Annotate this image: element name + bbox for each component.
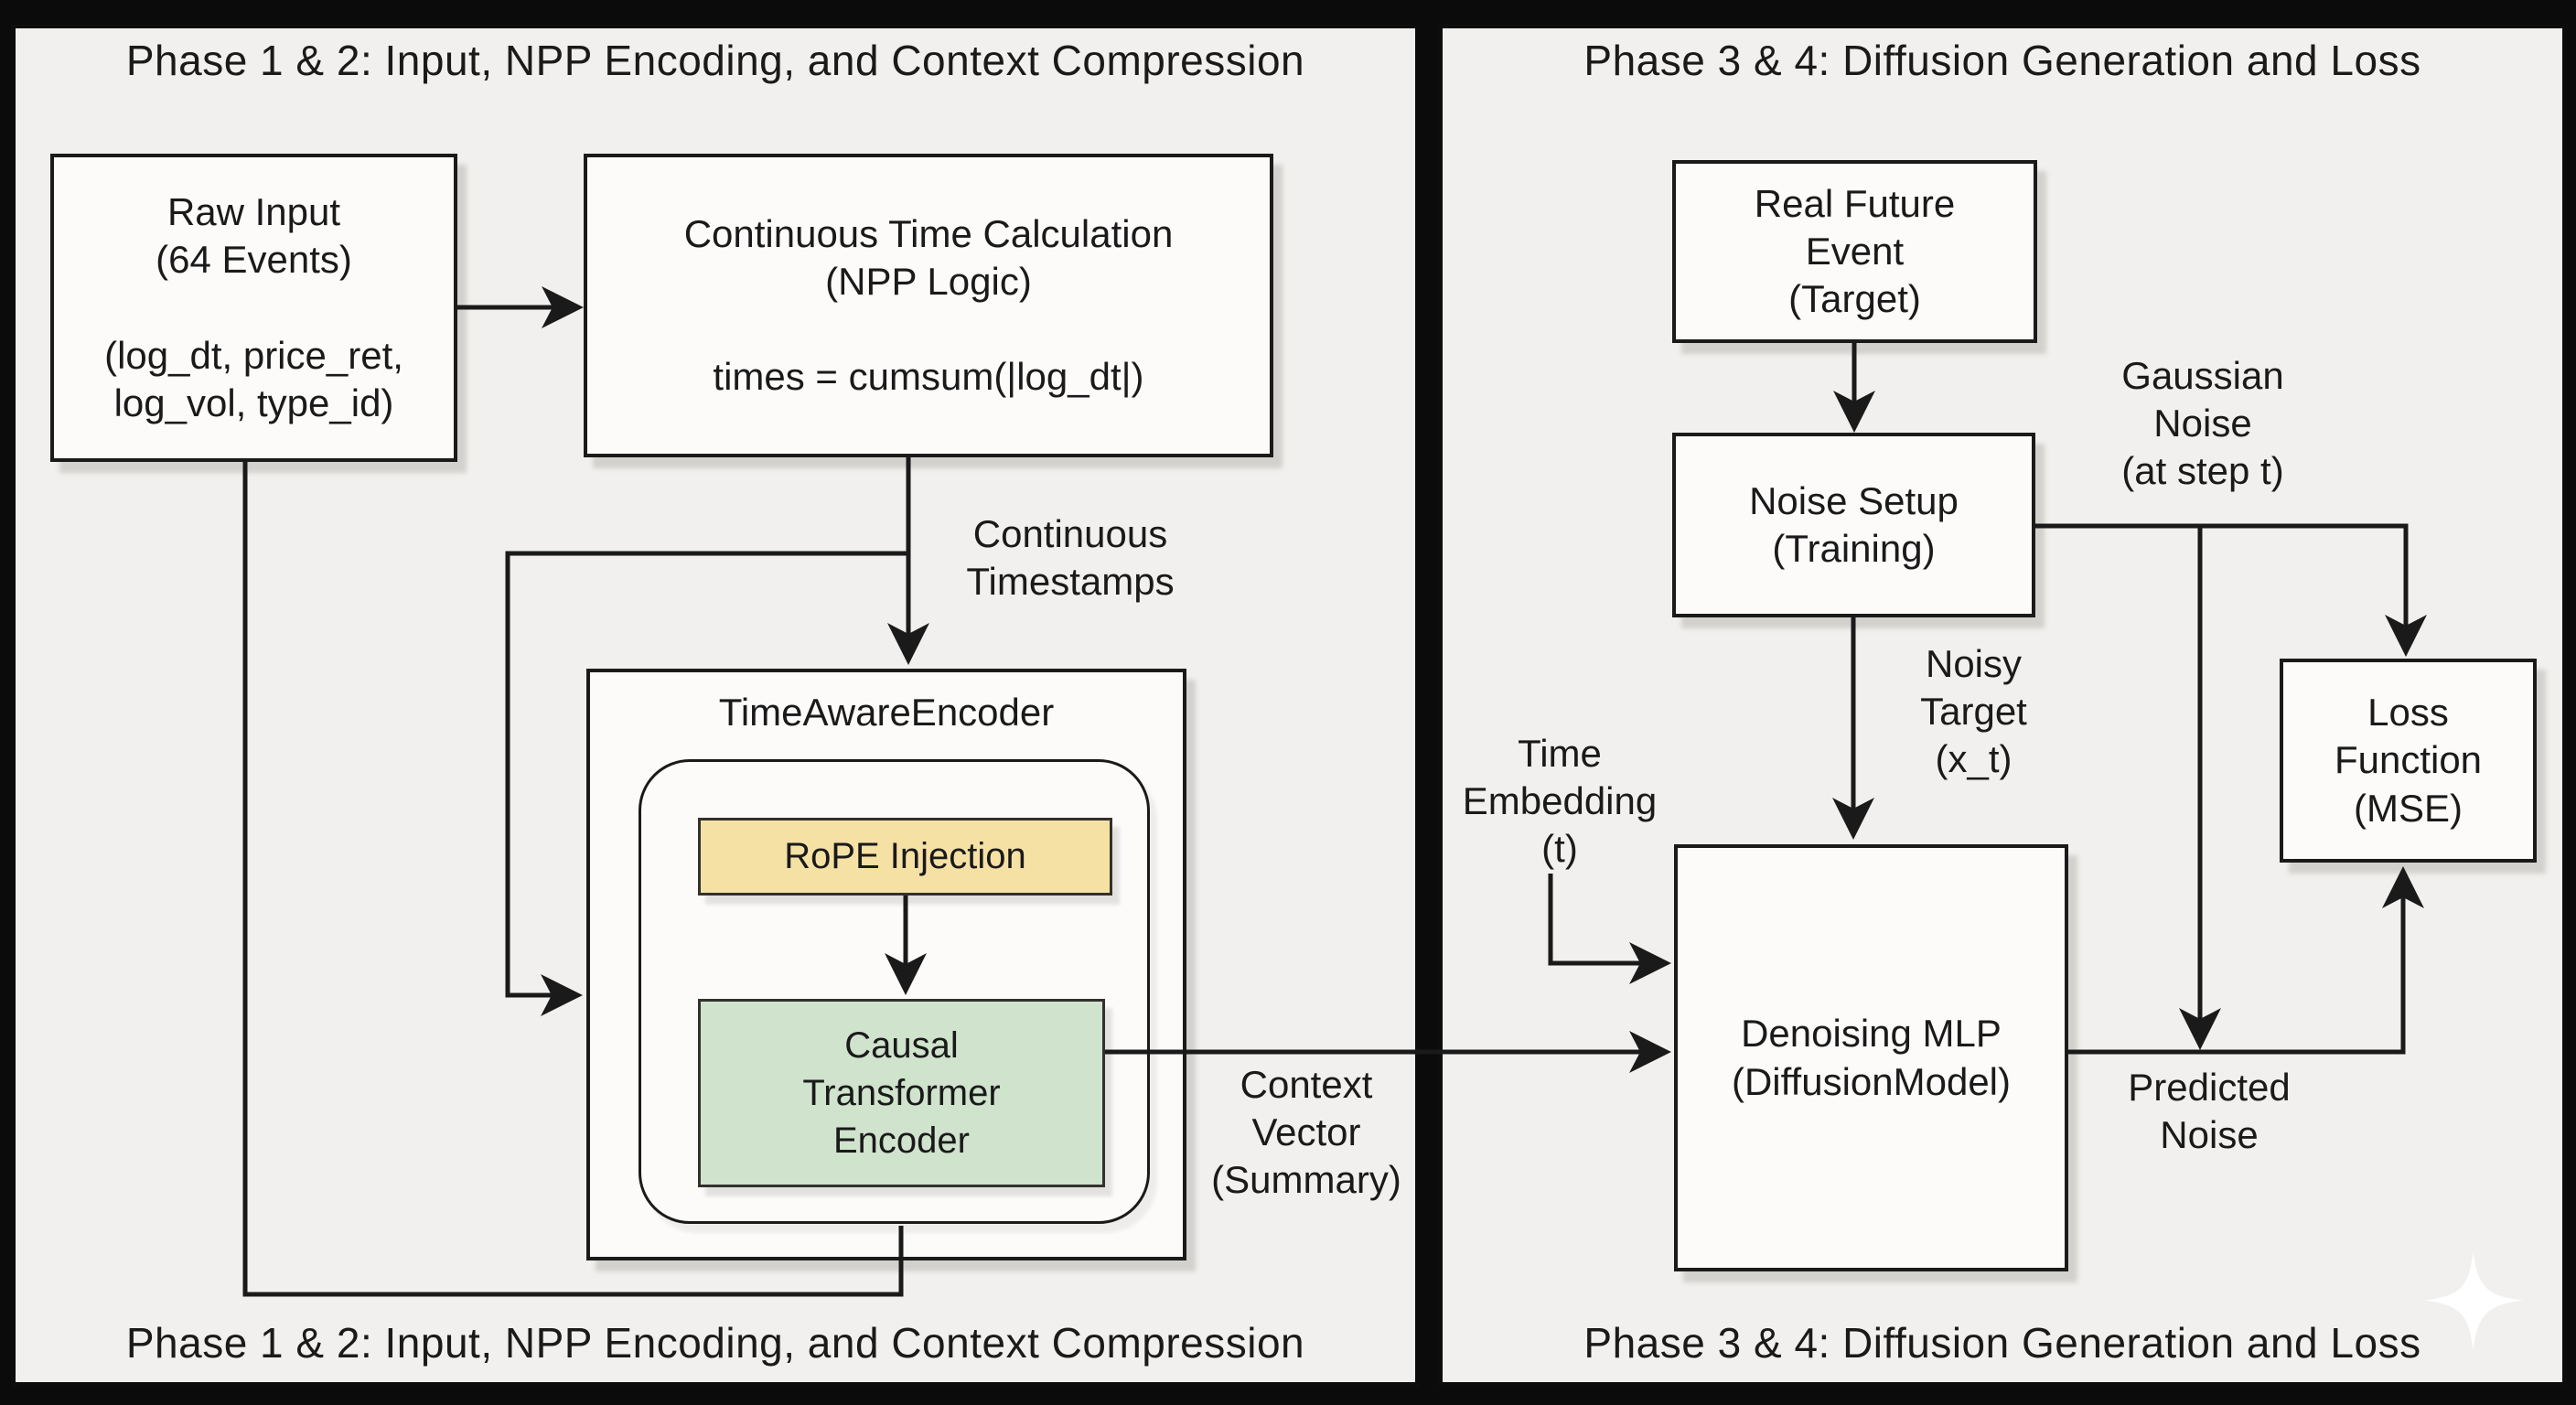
causal-line1: Causal — [844, 1025, 959, 1066]
noisy-line3: (x_t) — [1935, 737, 2012, 781]
time-embed-line3: (t) — [1541, 827, 1578, 871]
sparkle-watermark-icon — [2424, 1251, 2523, 1350]
left-panel-title-bottom: Phase 1 & 2: Input, NPP Encoding, and Co… — [125, 1319, 1305, 1367]
loss-line3: (MSE) — [2354, 786, 2463, 830]
right-panel-title-top: Phase 3 & 4: Diffusion Generation and Lo… — [1583, 37, 2421, 84]
gaussian-line2: Noise — [2153, 402, 2252, 445]
loss-line2: Function — [2334, 738, 2483, 782]
right-panel-title-bottom: Phase 3 & 4: Diffusion Generation and Lo… — [1583, 1319, 2421, 1367]
denoising-line1: Denoising MLP — [1741, 1012, 2002, 1056]
time-calc-title: Continuous Time Calculation — [683, 211, 1174, 255]
continuous-time-calculation-box: Continuous Time Calculation (NPP Logic) … — [584, 154, 1273, 457]
time-embed-line1: Time — [1518, 732, 1602, 775]
time-embed-line2: Embedding — [1462, 779, 1658, 823]
context-line2: Vector — [1251, 1110, 1361, 1154]
predicted-line1: Predicted — [2128, 1066, 2291, 1109]
gaussian-noise-label: Gaussian Noise (at step t) — [2066, 352, 2340, 495]
time-embedding-label: Time Embedding (t) — [1445, 730, 1674, 873]
gaussian-line1: Gaussian — [2121, 354, 2284, 397]
predicted-noise-label: Predicted Noise — [2095, 1064, 2324, 1159]
noisy-line2: Target — [1920, 690, 2027, 734]
noise-setup-box: Noise Setup (Training) — [1672, 433, 2035, 617]
continuous-timestamps-label: Continuous Timestamps — [938, 510, 1203, 606]
noisy-target-label: Noisy Target (x_t) — [1871, 640, 2077, 783]
raw-input-subtitle: (64 Events) — [156, 238, 352, 282]
predicted-line2: Noise — [2160, 1113, 2259, 1157]
time-calc-subtitle: (NPP Logic) — [825, 259, 1032, 303]
timestamps-line2: Timestamps — [966, 560, 1175, 604]
context-vector-label: Context Vector (Summary) — [1180, 1061, 1433, 1204]
real-future-event-box: Real Future Event (Target) — [1672, 160, 2037, 343]
denoising-mlp-box: Denoising MLP (DiffusionModel) — [1674, 844, 2068, 1271]
raw-input-features-line1: (log_dt, price_ret, — [104, 333, 403, 377]
time-aware-encoder-title: TimeAwareEncoder — [718, 691, 1055, 734]
gaussian-line3: (at step t) — [2121, 449, 2284, 493]
context-line3: (Summary) — [1211, 1158, 1401, 1202]
raw-input-features-line2: log_vol, type_id) — [113, 381, 394, 424]
noise-setup-line2: (Training) — [1772, 527, 1936, 570]
denoising-line2: (DiffusionModel) — [1731, 1059, 2011, 1103]
noise-setup-line1: Noise Setup — [1749, 478, 1959, 522]
real-future-line3: (Target) — [1788, 277, 1921, 321]
causal-line2: Transformer — [802, 1073, 1001, 1113]
loss-line1: Loss — [2367, 691, 2449, 735]
causal-transformer-encoder-box: Causal Transformer Encoder — [698, 999, 1105, 1187]
timestamps-line1: Continuous — [972, 512, 1168, 555]
rope-injection-box: RoPE Injection — [698, 818, 1112, 896]
noisy-line1: Noisy — [1925, 642, 2023, 685]
raw-input-box: Raw Input (64 Events) (log_dt, price_ret… — [50, 154, 457, 462]
rope-injection-label: RoPE Injection — [784, 835, 1026, 876]
real-future-line2: Event — [1805, 229, 1905, 273]
context-line1: Context — [1240, 1063, 1373, 1106]
loss-function-box: Loss Function (MSE) — [2280, 659, 2537, 863]
raw-input-title: Raw Input — [166, 190, 341, 234]
real-future-line1: Real Future — [1754, 181, 1956, 225]
time-calc-formula: times = cumsum(|log_dt|) — [713, 355, 1144, 399]
causal-line3: Encoder — [833, 1121, 970, 1161]
left-panel-title-top: Phase 1 & 2: Input, NPP Encoding, and Co… — [125, 37, 1305, 84]
